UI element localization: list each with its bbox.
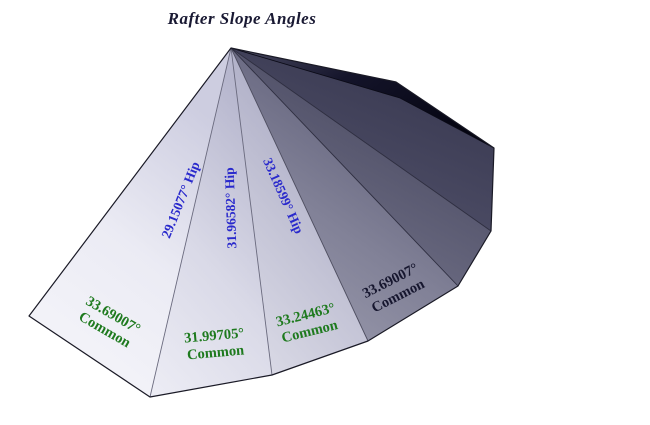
facet-common-1	[29, 48, 231, 397]
roof-outline	[28, 47, 495, 398]
hip-edge-2	[230, 47, 273, 376]
facet-common-4	[231, 48, 458, 341]
facet-edges	[149, 47, 495, 398]
facet-common-3	[231, 48, 368, 375]
common-word-2: Common	[186, 343, 244, 364]
diagram-title: Rafter Slope Angles	[167, 9, 317, 28]
hip-edge-1	[149, 47, 232, 398]
hip-text-2: 31.96582° Hip	[222, 167, 240, 249]
hip-edge-3	[230, 47, 369, 342]
label-common-2: 31.99705° Common	[183, 325, 245, 364]
common-angle-2: 31.99705°	[183, 325, 245, 346]
facet-right-5	[231, 48, 491, 286]
back-ridge-edge	[230, 47, 495, 149]
hip-edge-5	[230, 47, 492, 232]
label-hip-2: 31.96582° Hip	[222, 167, 240, 249]
hip-edge-4	[230, 47, 459, 287]
